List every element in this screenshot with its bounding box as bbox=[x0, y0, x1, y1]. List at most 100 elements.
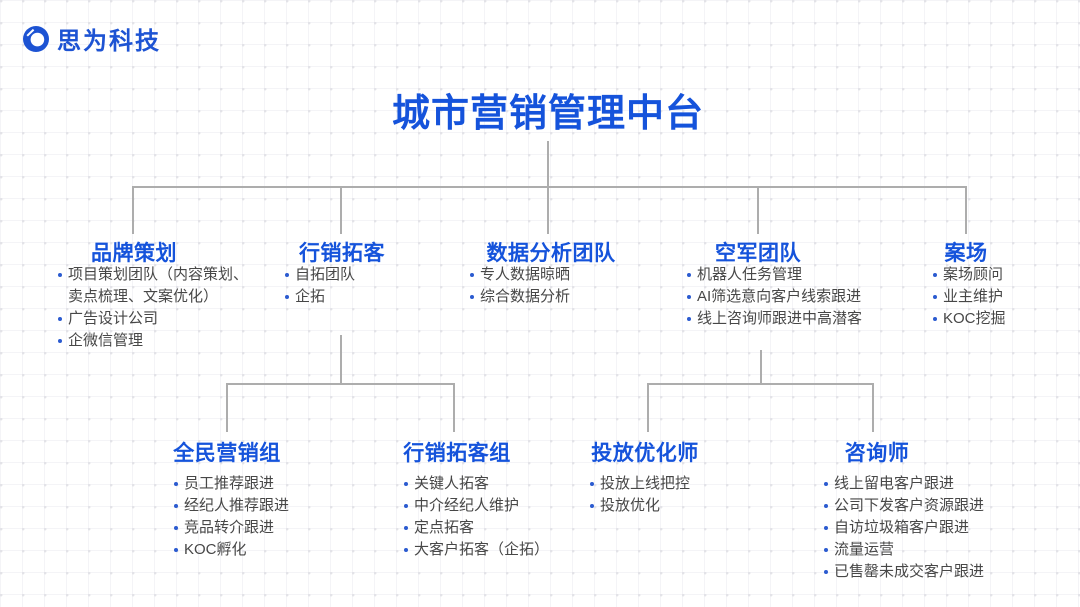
bullet-dot-icon bbox=[285, 295, 289, 299]
org-item-label: 企拓 bbox=[295, 288, 326, 305]
org-list-item: KOC孵化 bbox=[172, 539, 289, 561]
node-heading-consultant: 咨询师 bbox=[844, 442, 910, 465]
org-item-label: 自访垃圾箱客户跟进 bbox=[834, 519, 970, 536]
org-list-item: 投放上线把控 bbox=[588, 473, 690, 495]
org-list-item: 投放优化 bbox=[588, 495, 690, 517]
org-list-item: 企微信管理 bbox=[56, 330, 254, 352]
connector-line bbox=[340, 335, 342, 384]
logo-text: 思为科技 bbox=[57, 28, 161, 55]
org-item-label: 业主维护 bbox=[943, 288, 1004, 305]
node-list: 案场顾问 业主维护 KOC挖掘 bbox=[931, 264, 1006, 330]
bullet-dot-icon bbox=[470, 295, 474, 299]
node-list: 员工推荐跟进 经纪人推荐跟进 竞品转介跟进 KOC孵化 bbox=[172, 473, 289, 561]
connector-line bbox=[340, 186, 342, 234]
org-list-item: 关键人拓客 bbox=[402, 473, 549, 495]
org-list-item: 项目策划团队（内容策划、卖点梳理、文案优化） bbox=[56, 264, 254, 308]
bullet-dot-icon bbox=[687, 317, 691, 321]
org-list-item: 专人数据晾晒 bbox=[468, 264, 570, 286]
node-list: 自拓团队 企拓 bbox=[283, 264, 355, 308]
node-heading-brand-planning: 品牌策划 bbox=[91, 242, 177, 265]
org-list-item: 综合数据分析 bbox=[468, 286, 570, 308]
node-list: 项目策划团队（内容策划、卖点梳理、文案优化） 广告设计公司 企微信管理 bbox=[56, 264, 254, 352]
bullet-dot-icon bbox=[687, 273, 691, 277]
org-list-item: 广告设计公司 bbox=[56, 308, 254, 330]
org-item-label: 竞品转介跟进 bbox=[184, 519, 275, 536]
connector-line bbox=[547, 141, 549, 187]
connector-line bbox=[133, 186, 967, 188]
logo: 思为科技 bbox=[22, 21, 161, 56]
org-list-item: 公司下发客户资源跟进 bbox=[822, 495, 984, 517]
org-item-label: 公司下发客户资源跟进 bbox=[834, 497, 985, 514]
org-item-label: 大客户拓客（企拓） bbox=[414, 541, 550, 558]
bullet-dot-icon bbox=[404, 482, 408, 486]
node-list: 机器人任务管理 AI筛选意向客户线索跟进 线上咨询师跟进中高潜客 bbox=[685, 264, 862, 330]
node-heading-data-analysis-team: 数据分析团队 bbox=[486, 242, 616, 265]
connector-line bbox=[757, 186, 759, 234]
bullet-dot-icon bbox=[174, 482, 178, 486]
org-item-label: 投放优化 bbox=[600, 497, 661, 514]
org-list-item: 业主维护 bbox=[931, 286, 1006, 308]
org-item-label: 自拓团队 bbox=[295, 266, 356, 283]
bullet-dot-icon bbox=[824, 504, 828, 508]
org-item-label: 机器人任务管理 bbox=[697, 266, 803, 283]
org-item-label: 项目策划团队（内容策划、卖点梳理、文案优化） bbox=[68, 266, 249, 305]
org-item-label: KOC挖掘 bbox=[943, 310, 1006, 327]
bullet-dot-icon bbox=[404, 504, 408, 508]
bullet-dot-icon bbox=[933, 317, 937, 321]
org-item-label: 线上留电客户跟进 bbox=[834, 475, 955, 492]
org-list-item: 企拓 bbox=[283, 286, 355, 308]
page-title: 城市营销管理中台 bbox=[391, 93, 705, 135]
org-item-label: 员工推荐跟进 bbox=[184, 475, 275, 492]
bullet-dot-icon bbox=[404, 548, 408, 552]
connector-line bbox=[453, 383, 455, 432]
org-list-item: 已售罄未成交客户跟进 bbox=[822, 561, 984, 583]
bullet-dot-icon bbox=[174, 504, 178, 508]
connector-line bbox=[872, 383, 874, 432]
org-list-item: 自拓团队 bbox=[283, 264, 355, 286]
org-item-label: 线上咨询师跟进中高潜客 bbox=[697, 310, 863, 327]
org-item-label: AI筛选意向客户线索跟进 bbox=[697, 288, 862, 305]
org-item-label: 流量运营 bbox=[834, 541, 895, 558]
org-list-item: 经纪人推荐跟进 bbox=[172, 495, 289, 517]
bullet-dot-icon bbox=[174, 548, 178, 552]
org-list-item: KOC挖掘 bbox=[931, 308, 1006, 330]
node-list: 专人数据晾晒 综合数据分析 bbox=[468, 264, 570, 308]
bullet-dot-icon bbox=[933, 273, 937, 277]
node-heading-sales-site: 案场 bbox=[944, 242, 988, 265]
connector-line bbox=[647, 383, 649, 432]
org-item-label: 专人数据晾晒 bbox=[480, 266, 571, 283]
org-item-label: 已售罄未成交客户跟进 bbox=[834, 563, 985, 580]
node-heading-marketing-expansion-group: 行销拓客组 bbox=[403, 442, 511, 465]
bullet-dot-icon bbox=[58, 273, 62, 277]
org-list-item: 竞品转介跟进 bbox=[172, 517, 289, 539]
node-heading-ad-placement-optimizer: 投放优化师 bbox=[591, 442, 699, 465]
bullet-dot-icon bbox=[824, 548, 828, 552]
connector-line bbox=[227, 383, 455, 385]
org-item-label: 定点拓客 bbox=[414, 519, 475, 536]
org-list-item: 中介经纪人维护 bbox=[402, 495, 549, 517]
bullet-dot-icon bbox=[590, 504, 594, 508]
org-list-item: 流量运营 bbox=[822, 539, 984, 561]
node-list: 关键人拓客 中介经纪人维护 定点拓客 大客户拓客（企拓） bbox=[402, 473, 549, 561]
node-heading-air-force-team: 空军团队 bbox=[715, 242, 801, 265]
org-item-label: 广告设计公司 bbox=[68, 310, 159, 327]
connector-line bbox=[965, 186, 967, 234]
bullet-dot-icon bbox=[174, 526, 178, 530]
org-item-label: 经纪人推荐跟进 bbox=[184, 497, 290, 514]
node-heading-marketing-expansion: 行销拓客 bbox=[299, 242, 385, 265]
connector-line bbox=[547, 186, 549, 234]
bullet-dot-icon bbox=[824, 482, 828, 486]
org-list-item: 案场顾问 bbox=[931, 264, 1006, 286]
org-item-label: 案场顾问 bbox=[943, 266, 1004, 283]
bullet-dot-icon bbox=[590, 482, 594, 486]
org-item-label: 企微信管理 bbox=[68, 332, 144, 349]
connector-line bbox=[648, 383, 874, 385]
bullet-dot-icon bbox=[933, 295, 937, 299]
org-list-item: 自访垃圾箱客户跟进 bbox=[822, 517, 984, 539]
bullet-dot-icon bbox=[687, 295, 691, 299]
bullet-dot-icon bbox=[470, 273, 474, 277]
org-item-label: 综合数据分析 bbox=[480, 288, 571, 305]
bullet-dot-icon bbox=[824, 526, 828, 530]
connector-line bbox=[132, 186, 134, 234]
